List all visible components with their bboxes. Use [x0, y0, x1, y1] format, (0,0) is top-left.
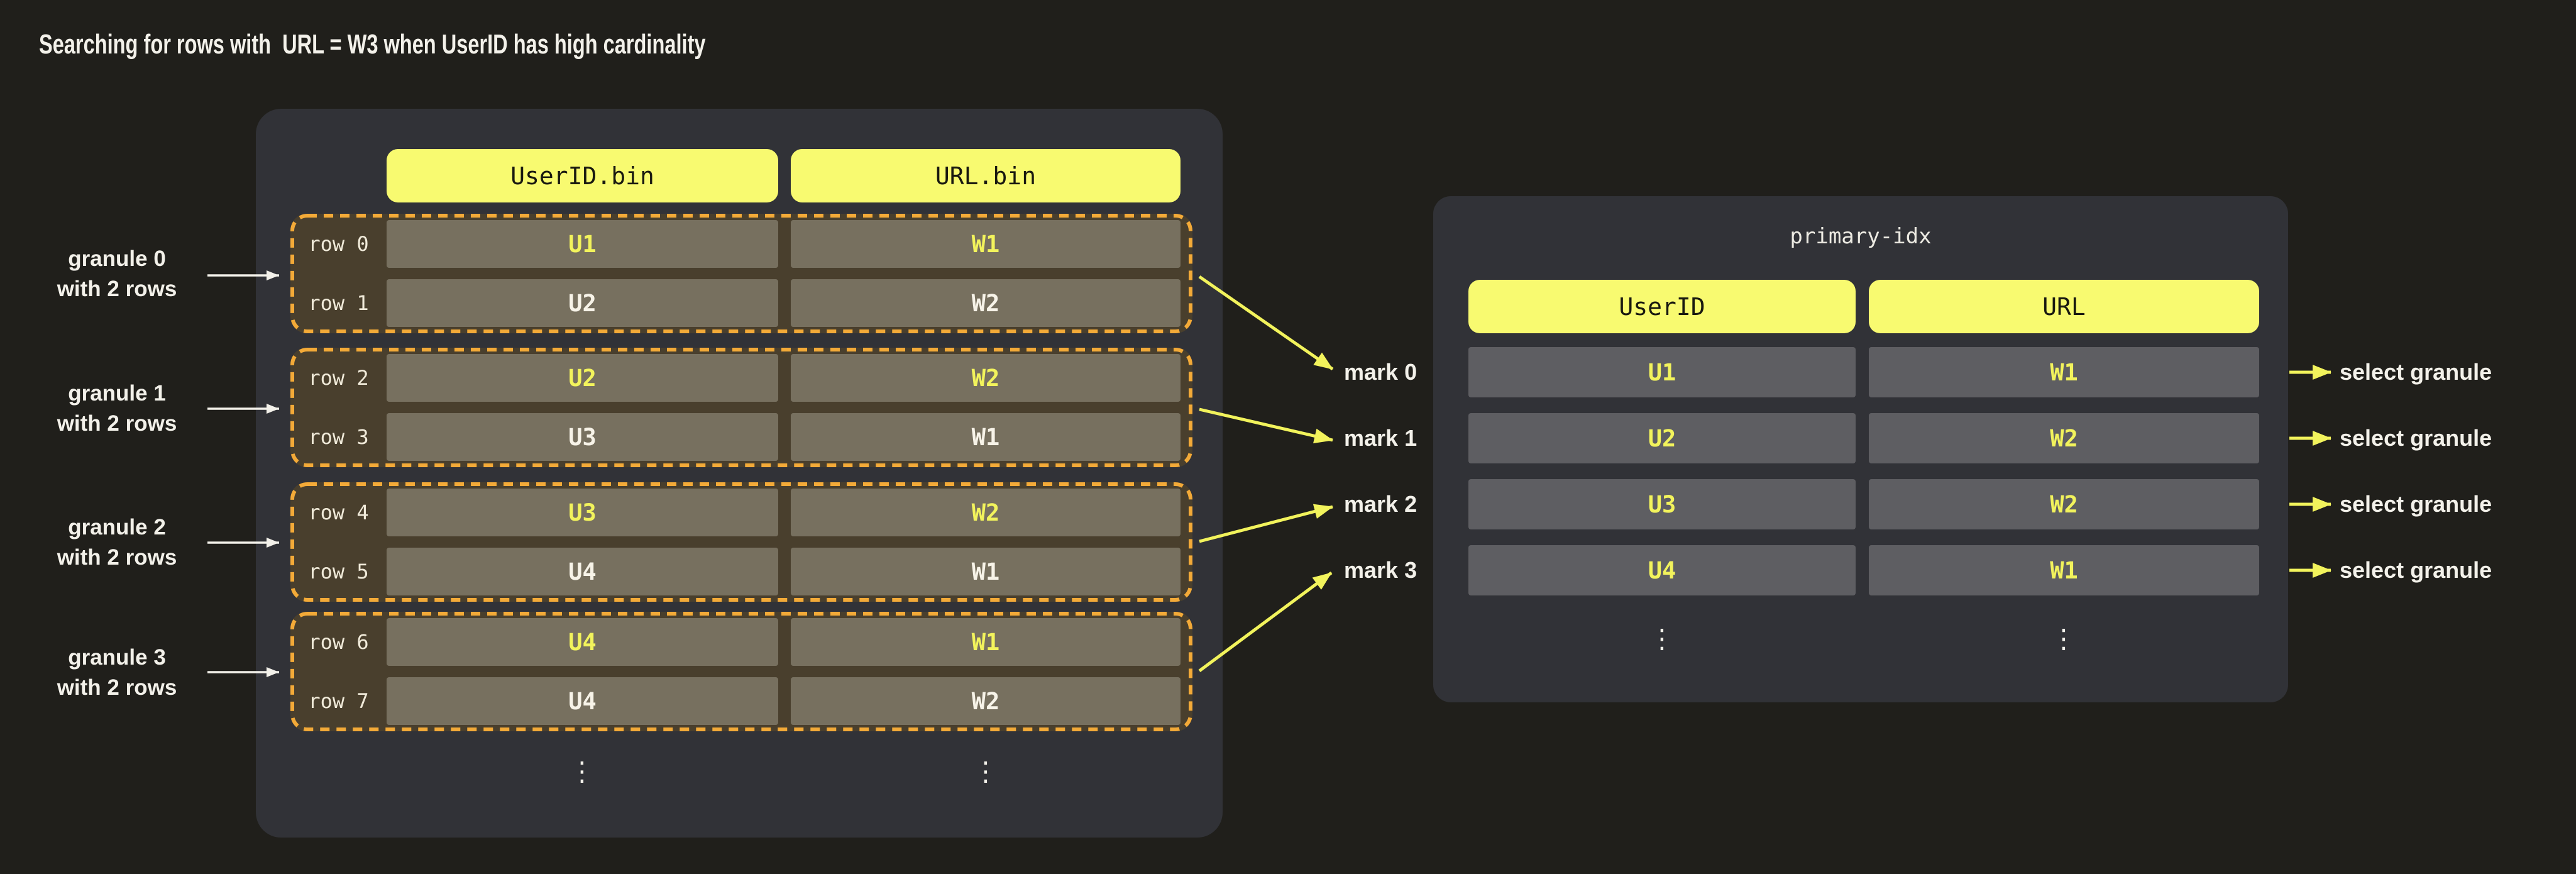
url-cell: W2 — [791, 354, 1181, 402]
cell-value: W1 — [971, 628, 1000, 656]
userid-cell: U2 — [387, 354, 778, 402]
userid-cell: U2 — [387, 279, 778, 327]
granule-label-line1: granule 3 — [68, 645, 166, 670]
idx-url-cell: W1 — [1869, 347, 2259, 397]
row-label: row 0 — [308, 232, 369, 256]
cell-value: U3 — [568, 423, 597, 451]
select-granule-label-2: select granule — [2340, 491, 2492, 517]
cell-value: U4 — [568, 687, 597, 715]
userid-cell: U3 — [387, 413, 778, 461]
table-row: row 5 U4 W1 — [290, 548, 1192, 595]
primary-index-title: primary-idx — [1790, 224, 1932, 249]
table-row: row 2 U2 W2 — [290, 354, 1192, 402]
row-label: row 7 — [308, 689, 369, 713]
granule-dashed-border — [290, 612, 1192, 731]
select-granule-label-3: select granule — [2340, 557, 2492, 583]
granule-label-line1: granule 1 — [68, 381, 166, 406]
userid-bin-ellipsis: ⋮ — [569, 756, 595, 787]
row-label: row 6 — [308, 630, 369, 654]
table-row: row 6 U4 W1 — [290, 618, 1192, 666]
select-granule-label-1: select granule — [2340, 425, 2492, 451]
cell-value: W1 — [971, 558, 1000, 585]
granule-box-1: row 2 U2 W2 row 3 U3 W1 — [290, 348, 1192, 467]
granule-dashed-border — [290, 348, 1192, 467]
userid-cell: U3 — [387, 489, 778, 536]
row-label: row 4 — [308, 501, 369, 524]
granule-3-label: granule 3 with 2 rows — [23, 643, 211, 703]
idx-url-ellipsis: ⋮ — [2050, 623, 2077, 654]
granule-label-line1: granule 0 — [68, 246, 166, 271]
row-label: row 2 — [308, 366, 369, 390]
idx-url-cell: W1 — [1869, 545, 2259, 595]
url-cell: W1 — [791, 413, 1181, 461]
idx-url-cell: W2 — [1869, 413, 2259, 463]
url-cell: W2 — [791, 279, 1181, 327]
url-cell: W2 — [791, 677, 1181, 725]
cell-value: W1 — [971, 423, 1000, 451]
granule-box-3: row 6 U4 W1 row 7 U4 W2 — [290, 612, 1192, 731]
userid-cell: U4 — [387, 618, 778, 666]
mark-2-label: mark 2 — [1344, 491, 1417, 517]
url-cell: W2 — [791, 489, 1181, 536]
granule-label-line2: with 2 rows — [57, 545, 177, 570]
granule-dashed-border — [290, 482, 1192, 602]
cell-value: W2 — [971, 364, 1000, 392]
table-row: row 7 U4 W2 — [290, 677, 1192, 725]
url-cell: W1 — [791, 618, 1181, 666]
granule-box-0: row 0 U1 W1 row 1 U2 W2 — [290, 214, 1192, 333]
granule-box-2: row 4 U3 W2 row 5 U4 W1 — [290, 482, 1192, 602]
cell-value: U4 — [568, 628, 597, 656]
userid-cell: U4 — [387, 548, 778, 595]
mark-0-label: mark 0 — [1344, 359, 1417, 385]
select-granule-label-0: select granule — [2340, 359, 2492, 385]
userid-cell: U1 — [387, 220, 778, 268]
idx-userid-cell: U1 — [1468, 347, 1856, 397]
granule-dashed-border — [290, 214, 1192, 333]
granule-1-label: granule 1 with 2 rows — [23, 379, 211, 439]
mark-3-label: mark 3 — [1344, 557, 1417, 583]
granule-label-line1: granule 2 — [68, 515, 166, 539]
url-cell: W1 — [791, 220, 1181, 268]
cell-value: U3 — [568, 499, 597, 526]
cell-value: W2 — [971, 687, 1000, 715]
primary-index-panel: primary-idx UserID URL U1 W1 U2 W2 U3 W2… — [1433, 196, 2288, 702]
url-column-header: URL — [1869, 280, 2259, 333]
granule-label-line2: with 2 rows — [57, 411, 177, 436]
idx-userid-cell: U4 — [1468, 545, 1856, 595]
cell-value: W2 — [971, 289, 1000, 317]
cell-value: W2 — [971, 499, 1000, 526]
url-bin-column-header: URL.bin — [791, 149, 1181, 202]
cell-value: U2 — [568, 289, 597, 317]
row-label: row 1 — [308, 291, 369, 315]
userid-bin-column-header: UserID.bin — [387, 149, 778, 202]
page-title: Searching for rows with URL = W3 when Us… — [39, 29, 706, 60]
granule-label-line2: with 2 rows — [57, 277, 177, 301]
row-label: row 3 — [308, 425, 369, 449]
cell-value: U4 — [568, 558, 597, 585]
granule-0-label: granule 0 with 2 rows — [23, 244, 211, 304]
userid-column-header: UserID — [1468, 280, 1856, 333]
idx-userid-cell: U3 — [1468, 479, 1856, 529]
granule-label-line2: with 2 rows — [57, 675, 177, 700]
cell-value: W1 — [971, 230, 1000, 258]
idx-userid-cell: U2 — [1468, 413, 1856, 463]
cell-value: U1 — [568, 230, 597, 258]
idx-url-cell: W2 — [1869, 479, 2259, 529]
idx-userid-ellipsis: ⋮ — [1649, 623, 1675, 654]
select-granule-arrows — [2289, 365, 2331, 578]
userid-cell: U4 — [387, 677, 778, 725]
url-cell: W1 — [791, 548, 1181, 595]
granule-2-label: granule 2 with 2 rows — [23, 512, 211, 573]
table-row: row 3 U3 W1 — [290, 413, 1192, 461]
row-label: row 5 — [308, 560, 369, 584]
bin-files-panel: UserID.bin URL.bin row 0 U1 W1 row 1 U2 … — [256, 109, 1223, 838]
table-row: row 4 U3 W2 — [290, 489, 1192, 536]
cell-value: U2 — [568, 364, 597, 392]
url-bin-ellipsis: ⋮ — [972, 756, 999, 787]
table-row: row 1 U2 W2 — [290, 279, 1192, 327]
table-row: row 0 U1 W1 — [290, 220, 1192, 268]
mark-1-label: mark 1 — [1344, 425, 1417, 451]
